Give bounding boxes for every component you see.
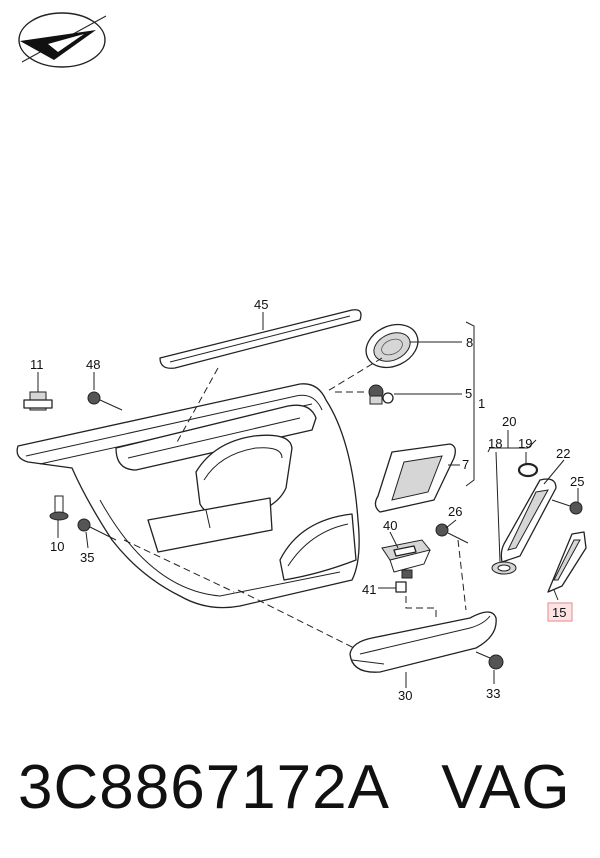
callout-8: 8 [466, 335, 473, 350]
screw-26 [435, 523, 469, 544]
armrest-30 [349, 611, 497, 673]
callout-20: 20 [502, 414, 516, 429]
leader-lines [37, 312, 579, 688]
callout-11: 11 [30, 357, 44, 372]
panel-insert-7 [374, 443, 456, 513]
screw-25 [551, 499, 583, 515]
callout-19: 19 [518, 436, 532, 451]
brand-name: VAG [441, 753, 571, 822]
trim-cover-15 [547, 531, 587, 593]
callout-5: 5 [465, 386, 472, 401]
callout-30: 30 [398, 688, 412, 703]
screw-35 [77, 518, 117, 541]
callout-10: 10 [50, 539, 64, 554]
callout-45: 45 [254, 297, 268, 312]
part-number: 3C8867172A [18, 753, 387, 822]
clip-11 [23, 378, 53, 411]
callout-labels: 45 8 11 48 5 1 20 18 19 22 7 25 26 40 10… [30, 297, 584, 703]
callout-7: 7 [462, 457, 469, 472]
callout-25: 25 [570, 474, 584, 489]
screw-10 [49, 495, 69, 521]
callout-41: 41 [362, 582, 376, 597]
callout-18: 18 [488, 436, 502, 451]
clip-41 [395, 569, 413, 593]
speaker-grille-8 [365, 323, 419, 369]
brand-logo [18, 12, 107, 68]
trim-strip-45 [159, 309, 362, 369]
screw-48 [87, 391, 123, 411]
door-panel-1 [16, 383, 360, 609]
grab-handle-22 [500, 478, 557, 563]
callout-35: 35 [80, 550, 94, 565]
callout-40: 40 [383, 518, 397, 533]
screw-33 [475, 651, 504, 670]
callout-48: 48 [86, 357, 100, 372]
part-number-caption: 3C8867172A VAG [18, 752, 571, 823]
callout-1: 1 [478, 396, 485, 411]
callout-15: 15 [552, 605, 566, 620]
seal-19 [517, 462, 539, 478]
seal-18 [491, 561, 517, 575]
callout-33: 33 [486, 686, 500, 701]
callout-22: 22 [556, 446, 570, 461]
callout-26: 26 [448, 504, 462, 519]
switch-housing-40 [381, 539, 431, 573]
rivet-5 [368, 384, 394, 405]
callout-15-box [547, 602, 573, 622]
